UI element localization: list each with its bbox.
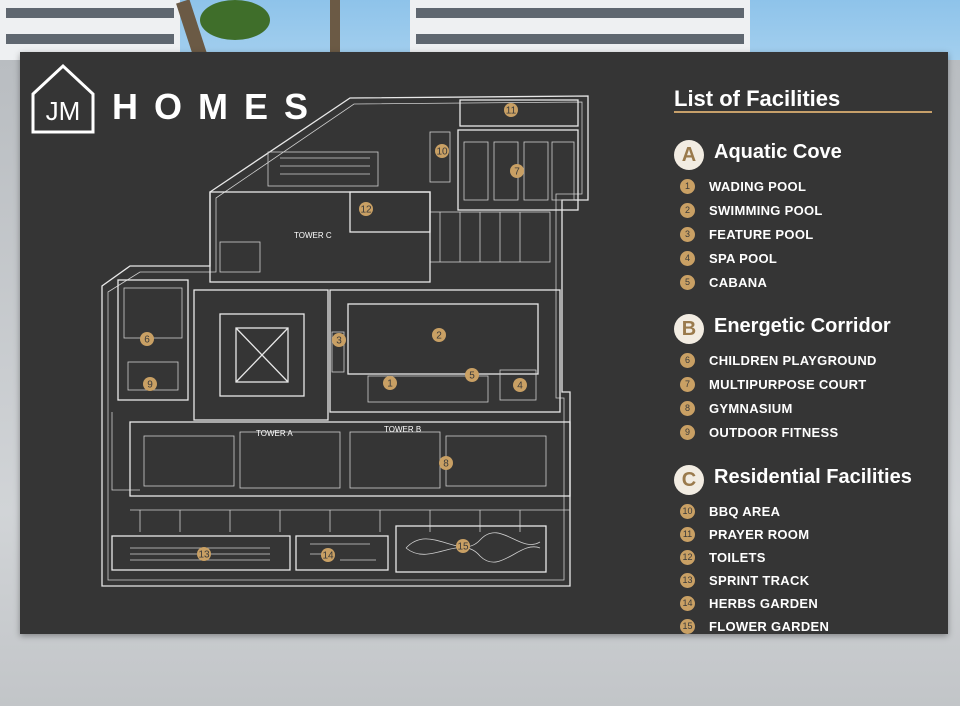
list-item: 6 CHILDREN PLAYGROUND	[680, 352, 877, 370]
list-item: 9 OUTDOOR FITNESS	[680, 424, 838, 442]
list-item: 3 FEATURE POOL	[680, 226, 813, 244]
site-plan-map: TOWER C TOWER A TOWER B 1 2 3 4 5 6 7 8 …	[101, 95, 589, 587]
item-label: TOILETS	[709, 550, 766, 566]
item-label: BBQ AREA	[709, 504, 781, 520]
item-number-badge: 6	[680, 353, 695, 369]
item-number-badge: 4	[680, 251, 695, 267]
section-letter-badge: C	[674, 465, 704, 495]
svg-text:2: 2	[436, 331, 442, 342]
map-marker: 15	[456, 539, 470, 553]
map-marker: 4	[513, 378, 527, 392]
tree-foliage	[200, 0, 270, 40]
list-item: 1 WADING POOL	[680, 178, 806, 196]
item-label: FLOWER GARDEN	[709, 619, 830, 635]
map-marker: 14	[321, 548, 335, 562]
map-marker: 5	[465, 368, 479, 382]
facilities-list-title: List of Facilities	[674, 86, 841, 111]
title-underline	[674, 111, 932, 113]
item-label: CABANA	[709, 275, 768, 291]
map-marker: 2	[432, 328, 446, 342]
map-marker: 8	[439, 456, 453, 470]
map-marker: 9	[143, 377, 157, 391]
svg-text:6: 6	[144, 335, 150, 346]
item-number-badge: 13	[680, 573, 695, 589]
list-item: 4 SPA POOL	[680, 250, 777, 268]
item-number-badge: 3	[680, 227, 695, 243]
list-item: 11 PRAYER ROOM	[680, 526, 809, 544]
svg-text:13: 13	[198, 550, 210, 561]
brand-name: HOMES	[112, 86, 325, 127]
item-number-badge: 9	[680, 425, 695, 441]
list-item: 7 MULTIPURPOSE COURT	[680, 376, 867, 394]
map-marker: 3	[332, 333, 346, 347]
item-number-badge: 10	[680, 504, 695, 520]
svg-text:11: 11	[506, 106, 517, 117]
svg-text:10: 10	[436, 147, 448, 158]
svg-text:15: 15	[457, 542, 469, 553]
svg-text:3: 3	[336, 336, 342, 347]
tower-label: TOWER A	[256, 429, 293, 438]
map-marker: 12	[359, 202, 373, 216]
map-marker: 1	[383, 376, 397, 390]
svg-text:12: 12	[360, 205, 372, 216]
svg-text:14: 14	[322, 551, 334, 562]
item-number-badge: 2	[680, 203, 695, 219]
list-item: 8 GYMNASIUM	[680, 400, 793, 418]
list-item: 12 TOILETS	[680, 549, 766, 567]
section-title: Residential Facilities	[714, 466, 912, 488]
map-marker: 13	[197, 547, 211, 561]
item-number-badge: 12	[680, 550, 695, 566]
map-marker: 10	[435, 144, 449, 158]
tower-label: TOWER B	[384, 425, 421, 434]
brand-logo-icon: JM	[31, 63, 95, 134]
item-label: WADING POOL	[709, 179, 807, 195]
item-number-badge: 5	[680, 275, 695, 291]
item-number-badge: 1	[680, 179, 695, 195]
map-marker: 6	[140, 332, 154, 346]
tower-label: TOWER C	[294, 231, 332, 240]
svg-text:9: 9	[147, 380, 153, 391]
map-marker: 11	[504, 103, 518, 117]
item-label: SPA POOL	[709, 251, 778, 267]
item-label: FEATURE POOL	[709, 227, 814, 243]
section-title: Aquatic Cove	[714, 141, 842, 163]
item-label: GYMNASIUM	[709, 401, 793, 417]
item-label: PRAYER ROOM	[709, 527, 810, 543]
svg-text:1: 1	[387, 379, 393, 390]
item-label: CHILDREN PLAYGROUND	[709, 353, 877, 369]
svg-text:4: 4	[517, 381, 523, 392]
section-letter-badge: A	[674, 140, 704, 170]
item-number-badge: 7	[680, 377, 695, 393]
item-label: SWIMMING POOL	[709, 203, 823, 219]
list-item: 15 FLOWER GARDEN	[680, 618, 829, 636]
svg-text:8: 8	[443, 459, 449, 470]
list-item: 14 HERBS GARDEN	[680, 595, 818, 613]
item-number-badge: 15	[680, 619, 695, 635]
facilities-signboard	[20, 52, 948, 634]
list-item: 5 CABANA	[680, 274, 767, 292]
item-label: MULTIPURPOSE COURT	[709, 377, 867, 393]
map-marker: 7	[510, 164, 524, 178]
list-item: 10 BBQ AREA	[680, 503, 780, 521]
section-letter-badge: B	[674, 314, 704, 344]
item-number-badge: 11	[680, 527, 695, 543]
item-label: SPRINT TRACK	[709, 573, 810, 589]
item-label: OUTDOOR FITNESS	[709, 425, 839, 441]
logo-text: JM	[46, 96, 81, 126]
svg-text:5: 5	[469, 371, 475, 382]
tree-trunk	[330, 0, 340, 60]
svg-text:7: 7	[514, 167, 520, 178]
item-number-badge: 8	[680, 401, 695, 417]
list-item: 2 SWIMMING POOL	[680, 202, 823, 220]
section-title: Energetic Corridor	[714, 315, 891, 337]
item-number-badge: 14	[680, 596, 695, 612]
item-label: HERBS GARDEN	[709, 596, 819, 612]
list-item: 13 SPRINT TRACK	[680, 572, 809, 590]
